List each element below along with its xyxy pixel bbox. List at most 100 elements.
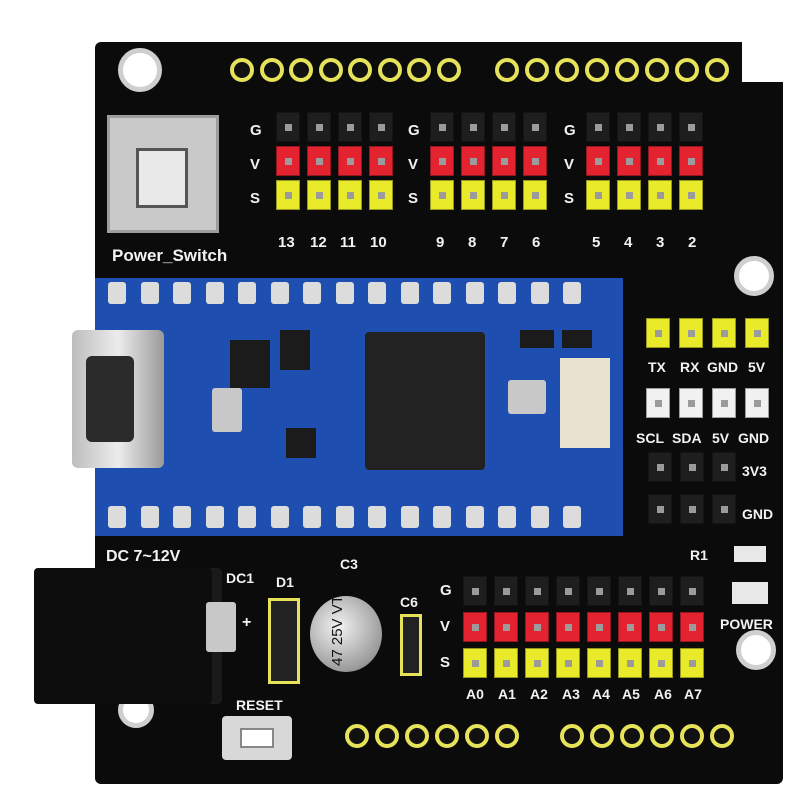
c6-label: C6 xyxy=(400,594,418,610)
gold-pad xyxy=(560,724,584,748)
header-pin xyxy=(494,648,518,678)
gold-pad xyxy=(289,58,313,82)
header-pin xyxy=(648,180,672,210)
diode-d1 xyxy=(268,598,300,684)
nano-pin-pad xyxy=(140,282,159,304)
g-label: G xyxy=(440,582,452,599)
header-pin xyxy=(525,576,549,606)
nano-pin-pad xyxy=(205,506,224,528)
digital-pin-label: 12 xyxy=(310,234,327,251)
header-pin xyxy=(463,576,487,606)
header-pin xyxy=(461,146,485,176)
nano-pin-pad xyxy=(205,282,224,304)
digital-pin-label: 7 xyxy=(500,234,509,251)
gold-pad xyxy=(590,724,614,748)
mounting-hole xyxy=(118,48,162,92)
analog-pin-label: A5 xyxy=(622,686,640,702)
digital-pin-label: 2 xyxy=(688,234,697,251)
nano-pin-pad xyxy=(368,506,386,528)
header-pin xyxy=(587,648,611,678)
s-label: S xyxy=(440,654,451,671)
nano-pin-pad xyxy=(270,506,289,528)
nano-pin-pad xyxy=(173,506,191,528)
header-pin xyxy=(463,612,487,642)
header-pin xyxy=(338,146,362,176)
header-pin xyxy=(646,388,670,418)
dc-input-label: DC 7~12V xyxy=(106,548,181,565)
header-pin xyxy=(586,180,610,210)
header-pin xyxy=(679,180,703,210)
gold-pad xyxy=(465,724,489,748)
capacitor-c3 xyxy=(310,596,382,672)
analog-pin-label: A0 xyxy=(466,686,484,702)
nano-pin-pad xyxy=(433,506,451,528)
header-pin xyxy=(680,648,704,678)
gold-pad xyxy=(650,724,674,748)
nano-pin-pad xyxy=(400,506,419,528)
nano-pin-pad xyxy=(563,282,581,304)
nano-pin-pad xyxy=(400,282,419,304)
digital-pin-label: 6 xyxy=(532,234,541,251)
gold-pad xyxy=(375,724,399,748)
nano-reset-button[interactable] xyxy=(212,388,242,432)
g-label: G xyxy=(250,122,262,139)
header-pin xyxy=(617,146,641,176)
header-pin xyxy=(276,180,300,210)
board-corner-notch xyxy=(742,42,783,82)
analog-pin-label: A2 xyxy=(530,686,548,702)
i2c-label: SDA xyxy=(672,430,702,446)
gold-pad xyxy=(348,58,372,82)
smd-component xyxy=(280,330,310,370)
header-pin xyxy=(679,388,703,418)
digital-pin-label: 11 xyxy=(340,234,356,251)
header-pin xyxy=(649,648,673,678)
gold-pad xyxy=(705,58,729,82)
nano-pin-pad xyxy=(433,282,451,304)
s-label: S xyxy=(408,190,419,207)
gold-pad xyxy=(525,58,549,82)
header-pin xyxy=(430,146,454,176)
digital-pin-label: 4 xyxy=(624,234,633,251)
header-pin xyxy=(617,180,641,210)
reset-button[interactable] xyxy=(222,716,292,760)
g-label: G xyxy=(564,122,576,139)
header-pin xyxy=(649,576,673,606)
header-pin xyxy=(680,576,704,606)
header-pin xyxy=(276,146,300,176)
power-switch-button[interactable] xyxy=(136,148,188,208)
gold-pad xyxy=(495,724,519,748)
dc-jack[interactable] xyxy=(34,568,222,704)
usb-c-port[interactable] xyxy=(86,356,134,442)
header-pin xyxy=(338,180,362,210)
gnd-label: GND xyxy=(742,506,774,522)
nano-pin-pad xyxy=(530,282,549,304)
header-pin xyxy=(712,388,736,418)
gold-pad xyxy=(230,58,254,82)
header-pin xyxy=(648,452,672,482)
nano-pin-pad xyxy=(465,506,484,528)
header-pin xyxy=(276,112,300,142)
header-pin xyxy=(556,648,580,678)
dc1-label: DC1 xyxy=(226,570,255,586)
gold-pad xyxy=(710,724,734,748)
nano-pin-pad xyxy=(303,506,321,528)
g-label: G xyxy=(408,122,420,139)
gold-pad xyxy=(259,58,284,82)
nano-pin-pad xyxy=(368,282,386,304)
header-pin xyxy=(525,612,549,642)
nano-pin-pad xyxy=(335,282,354,304)
nano-pin-pad xyxy=(238,282,256,304)
nano-pin-pad xyxy=(465,282,484,304)
gold-pad xyxy=(435,724,459,748)
s-label: S xyxy=(250,190,261,207)
v-label: V xyxy=(440,618,451,635)
digital-pin-label: 3 xyxy=(656,234,665,251)
uart-label: 5V xyxy=(748,359,766,375)
header-pin xyxy=(618,648,642,678)
power-led-label: POWER xyxy=(720,616,773,632)
header-pin xyxy=(525,648,549,678)
gold-pad xyxy=(555,58,579,82)
nano-pin-pad xyxy=(108,282,126,304)
smd-component xyxy=(520,330,554,348)
uart-label: TX xyxy=(648,359,666,375)
